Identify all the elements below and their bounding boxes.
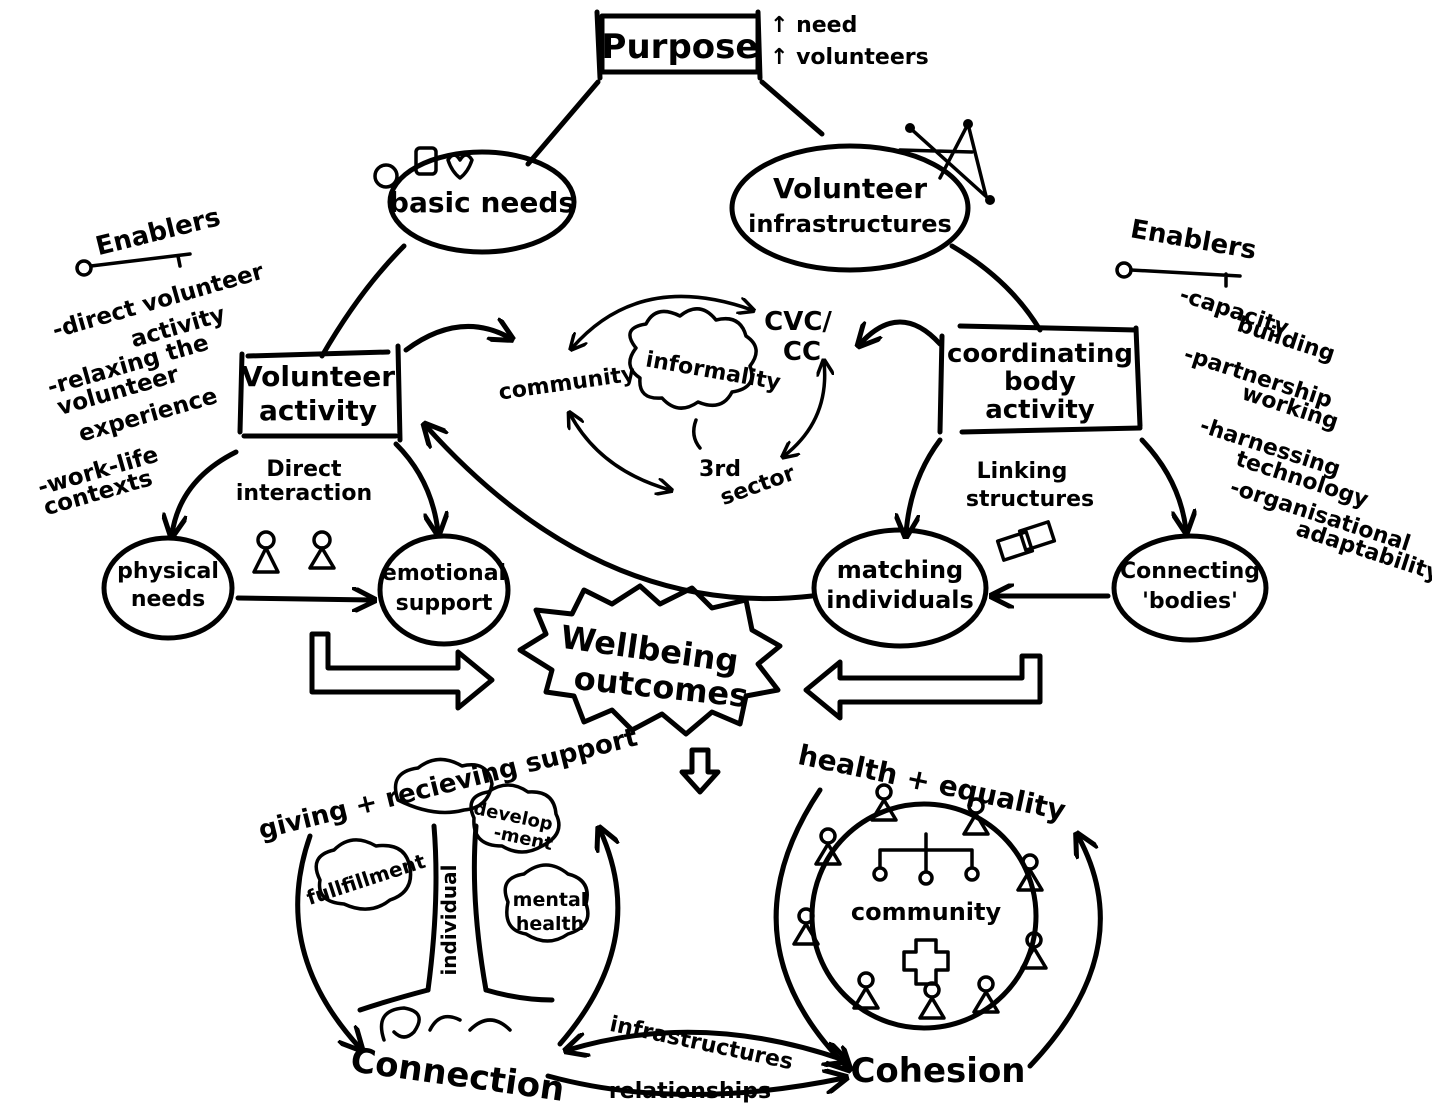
basic-needs-node: basic needs: [387, 149, 577, 255]
arrow-relationships: [545, 1076, 844, 1097]
heart-icon: [446, 153, 474, 180]
key-icon-left: [75, 252, 192, 277]
purpose-note-volunteers: ↑ volunteers: [770, 45, 929, 70]
relationships-label: relationships: [609, 1079, 771, 1104]
arrow-community-third: [570, 414, 670, 490]
development-cloud: [469, 783, 561, 854]
network-icon: [898, 119, 995, 205]
emotional-support-line1: emotional: [382, 561, 506, 586]
arrow-volunteer-to-center: [403, 326, 510, 353]
house-icon: [414, 146, 438, 176]
basic-needs-label: basic needs: [389, 186, 575, 219]
tree-top-cloud: [393, 757, 494, 815]
coordinating-body-box: coordinating body activity: [937, 323, 1143, 435]
linking-structures-line1: Linking: [977, 459, 1068, 484]
people-ring: [792, 783, 1048, 1020]
plus-icon: [902, 938, 950, 986]
direct-interaction-line2: interaction: [236, 481, 372, 506]
linking-structures-line2: structures: [966, 487, 1094, 512]
infrastructures-label: infrastructures: [607, 1012, 795, 1075]
fullfillment-cloud: [314, 838, 413, 911]
volunteer-activity-line1: Volunteer: [241, 360, 395, 393]
emotional-support-node: emotional support: [377, 533, 511, 647]
purpose-box: Purpose: [594, 9, 763, 81]
enablers-right-title: Enablers: [1128, 214, 1259, 266]
hierarchy-icon: [878, 832, 974, 872]
connecting-bodies-line2: 'bodies': [1142, 589, 1238, 614]
arc-right-up: [1027, 836, 1103, 1069]
tree-cloud-mental: mental: [513, 889, 588, 911]
connection-label: Connection: [348, 1040, 567, 1110]
connecting-bodies-node: Connecting 'bodies': [1111, 533, 1269, 643]
direct-interaction-line1: Direct: [266, 457, 342, 482]
arrow-infrastructures: [568, 1029, 844, 1060]
link-icon: [995, 520, 1057, 562]
matching-line2: individuals: [826, 586, 974, 614]
cohesion-label: Cohesion: [850, 1051, 1025, 1091]
physical-needs-line1: physical: [117, 559, 219, 584]
tree-arc-label: giving + recieving support: [256, 723, 641, 846]
arrow-to-emotional-support: [393, 441, 438, 532]
mental-health-cloud: [503, 863, 590, 943]
tree-cloud-health: health: [516, 913, 584, 935]
arrow-to-matching: [906, 437, 943, 534]
arrow-to-connecting-bodies: [1139, 437, 1186, 530]
center-community: community: [497, 362, 637, 406]
connecting-bodies-line1: Connecting: [1120, 559, 1260, 584]
arrow-physical-to-emotional: [235, 598, 372, 600]
physical-needs-line2: needs: [131, 587, 205, 612]
volunteer-infrastructures-line2: infrastructures: [748, 210, 952, 238]
basic-needs-icons: [373, 146, 474, 189]
community-arc-label: health + equality: [795, 738, 1068, 827]
arrow-matching-to-volunteer: [426, 426, 815, 602]
center-third-1: 3rd: [699, 457, 741, 482]
down-arrow: [679, 747, 721, 795]
purpose-note-need: ↑ need: [770, 13, 857, 38]
coordinating-line3: activity: [985, 395, 1095, 425]
volunteer-activity-line2: activity: [259, 394, 377, 427]
arrow-cvc-third: [784, 362, 825, 456]
community-center-label: community: [851, 898, 1002, 926]
key-icon-right: [1115, 261, 1242, 288]
wellbeing-burst: Wellbeing outcomes: [517, 583, 783, 737]
arrow-community-cvc: [572, 294, 752, 348]
fat-arrow-left: [309, 631, 495, 711]
purpose-label: Purpose: [602, 27, 759, 67]
apple-icon: [373, 163, 399, 189]
tree-root-swirls: [379, 1006, 512, 1042]
connector-purpose-basic: [525, 79, 601, 167]
physical-needs-node: physical needs: [101, 535, 235, 641]
connector-basic-volunteer: [319, 243, 407, 359]
arc-left-down: [295, 833, 360, 1048]
tree-roots: [357, 987, 555, 1013]
cloud-tail: [692, 418, 702, 450]
volunteer-infrastructures-node: Volunteer infrastructures: [729, 143, 971, 273]
arrow-coordinating-to-center: [860, 319, 943, 344]
community-circle: community: [792, 783, 1048, 1031]
arrow-to-physical-needs: [172, 449, 239, 534]
connector-purpose-infra: [759, 79, 825, 137]
matching-line1: matching: [837, 556, 963, 584]
matching-individuals-node: matching individuals: [811, 527, 989, 649]
center-cvc: CVC/: [764, 307, 832, 337]
center-cc: CC: [783, 337, 821, 367]
emotional-support-line2: support: [396, 591, 493, 616]
coordinating-line1: coordinating: [947, 339, 1133, 369]
center-cycle: community informality CVC/ CC 3rd sector: [497, 294, 832, 511]
enablers-left-title: Enablers: [93, 202, 224, 262]
tree-trunk: [425, 823, 489, 993]
enablers-left: Enablers -direct volunteer activity -rel…: [35, 202, 267, 521]
enablers-right: Enablers -capacity building -partnership…: [1115, 214, 1432, 587]
center-informality: informality: [644, 347, 783, 395]
volunteer-activity-box: Volunteer activity: [237, 343, 403, 443]
coordinating-line2: body: [1004, 367, 1076, 397]
tree-trunk-label: individual: [437, 864, 461, 975]
volunteer-infrastructures-line1: Volunteer: [773, 172, 927, 205]
fat-arrow-right: [803, 653, 1043, 721]
connector-infra-coordinating: [949, 243, 1043, 333]
arc-left-up: [557, 830, 621, 1047]
people-icon: [252, 530, 336, 574]
